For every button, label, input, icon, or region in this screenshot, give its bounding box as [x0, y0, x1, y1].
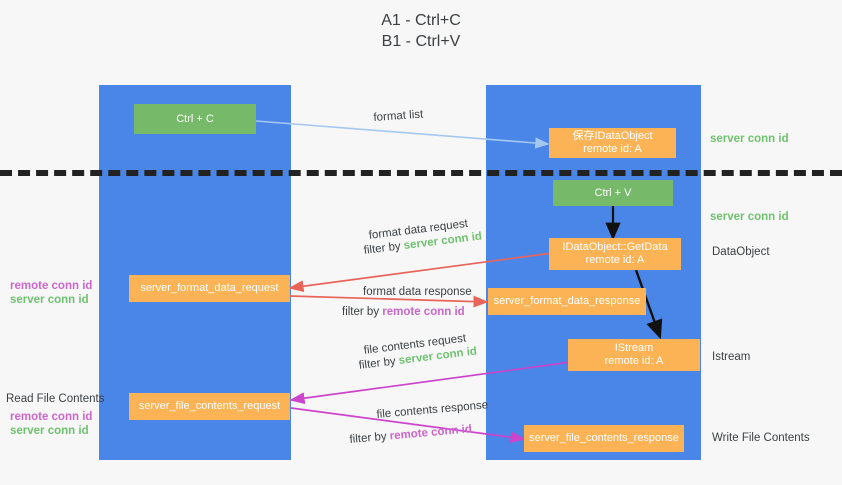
- phase-divider: [0, 170, 842, 176]
- box-server-file-contents-request[interactable]: server_file_contents_request: [129, 393, 290, 420]
- right-label-server-conn-id-mid: server conn id: [710, 211, 789, 223]
- left-label-remote-conn-id-1: remote conn id: [10, 280, 93, 292]
- edge-label-file-contents-response-filter: filter by remote conn id: [349, 422, 473, 448]
- filter-key-remote-conn-id: remote conn id: [382, 306, 465, 318]
- box-istream[interactable]: IStream remote id: A: [568, 339, 700, 371]
- page-title: A1 - Ctrl+C B1 - Ctrl+V: [381, 12, 461, 50]
- right-label-istream: Istream: [712, 351, 751, 363]
- filter-prefix: filter by: [358, 355, 400, 372]
- left-label-read-file-contents: Read File Contents: [6, 393, 105, 405]
- edge-label-format-data-response: format data response: [363, 286, 472, 298]
- edge-label-format-list: format list: [373, 108, 424, 124]
- box-server-file-contents-response[interactable]: server_file_contents_response: [524, 425, 684, 452]
- left-label-server-conn-id-1: server conn id: [10, 294, 89, 306]
- box-saved-data-object[interactable]: 保存IDataObject remote id: A: [549, 128, 676, 158]
- box-ctrl-v[interactable]: Ctrl + V: [553, 180, 673, 206]
- edge-label-format-data-response-filter: filter by remote conn id: [342, 305, 465, 320]
- box-server-format-data-request[interactable]: server_format_data_request: [129, 275, 290, 302]
- edge-label-file-contents-response: file contents response: [376, 399, 489, 421]
- box-idataobject-getdata[interactable]: IDataObject::GetData remote id: A: [549, 238, 681, 270]
- left-label-remote-conn-id-2: remote conn id: [10, 411, 93, 423]
- left-label-server-conn-id-2: server conn id: [10, 425, 89, 437]
- box-ctrl-c[interactable]: Ctrl + C: [134, 104, 256, 134]
- right-label-server-conn-id-top: server conn id: [710, 133, 789, 145]
- filter-prefix: filter by: [363, 240, 405, 257]
- filter-prefix: filter by: [349, 430, 391, 446]
- filter-key-remote-conn-id: remote conn id: [389, 423, 473, 443]
- right-label-data-object: DataObject: [712, 246, 770, 258]
- right-label-write-file-contents: Write File Contents: [712, 432, 810, 444]
- filter-prefix: filter by: [342, 306, 383, 318]
- box-server-format-data-response[interactable]: server_format_data_response: [488, 288, 646, 315]
